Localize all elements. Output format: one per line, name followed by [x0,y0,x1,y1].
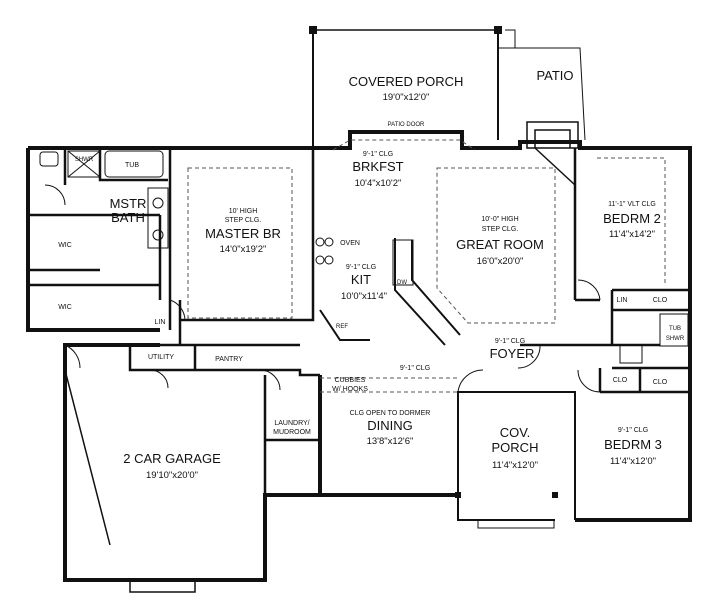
brkfst-size: 10'4"x10'2" [355,178,402,189]
fireplace-icon [526,121,579,186]
cov-porch-line-1: COV. [500,425,531,440]
brkfst-name: BRKFST [352,159,403,174]
porch-steps [477,519,555,529]
kit-ceiling: 9'-1" CLG [346,264,376,271]
foyer-ceiling: 9'-1" CLG [495,338,525,345]
wic-label-2: WIC [58,304,72,311]
clo-label-3: CLO [653,379,668,386]
laundry-line-1: LAUNDRY/ [274,420,309,427]
bedrm2-ceiling: 11'-1" VLT CLG [608,201,656,208]
great-room-name: GREAT ROOM [456,237,544,252]
hall-ceiling: 9'-1" CLG [400,365,430,372]
bedrm3-size: 11'4"x12'0" [610,456,656,467]
mstr-bath-line-1: MSTR [110,196,147,211]
master-br-size: 14'0"x19'2" [220,244,267,255]
dining-size: 13'8"x12'6" [367,436,414,447]
master-br-name: MASTER BR [205,226,281,241]
stove-burners [315,237,414,286]
bedrm2-size: 11'4"x14'2" [609,229,655,240]
great-room-ceiling-2: STEP CLG. [482,226,518,233]
bedrm3-name: BEDRM 3 [604,437,662,452]
cov-porch-line-2: PORCH [492,440,539,455]
ref-label: REF [336,324,348,330]
dw-label: DW [397,280,407,286]
lin-label-master: LIN [155,319,166,326]
garage-door [64,369,196,593]
garage-name: 2 CAR GARAGE [123,451,221,466]
tub-shwr-label-1: TUB [669,326,681,332]
kit-size: 10'0"x11'4" [341,291,387,302]
brkfst-ceiling: 9'-1" CLG [363,151,393,158]
laundry-line-2: MUDROOM [273,429,311,436]
patio-door-label: PATIO DOOR [388,122,425,128]
cov-porch-size: 11'4"x12'0" [492,460,538,471]
interior-walls [28,148,690,495]
clo-label-2: CLO [613,377,628,384]
ceiling-dashes [187,139,666,393]
covered-porch-name: COVERED PORCH [349,74,464,89]
bedrm3-ceiling: 9'-1" CLG [618,427,648,434]
pantry-label: PANTRY [215,356,243,363]
mstr-bath-line-2: BATH [111,210,145,225]
dining-ceiling: CLG OPEN TO DORMER [350,410,431,417]
covered-porch-size: 19'0"x12'0" [383,92,430,103]
great-room-ceiling-1: 10'-0" HIGH [481,216,518,223]
bath-fixtures [39,150,689,364]
kit-name: KIT [351,272,371,287]
cubbies-line-1: CUBBIES [335,377,366,384]
utility-label: UTILITY [148,354,174,361]
fixture-labels: SHWR TUB WIC WIC LIN UTILITY PANTRY OVEN… [58,157,685,386]
tub-shwr-label-2: SHWR [666,336,685,342]
dining-name: DINING [367,418,413,433]
garage-size: 19'10"x20'0" [146,470,198,481]
bedrm2-name: BEDRM 2 [603,211,661,226]
porch-posts [309,26,558,498]
patio-name: PATIO [536,68,573,83]
exterior-walls [26,29,692,582]
clo-label-1: CLO [653,297,668,304]
cubbies-line-2: W/ HOOKS [332,386,368,393]
lin-label-hall: LIN [617,297,628,304]
door-swings [44,184,601,393]
master-br-ceiling-1: 10' HIGH [229,208,258,215]
shwr-label: SHWR [75,157,94,163]
foyer-name: FOYER [490,346,535,361]
room-labels: COVERED PORCH 19'0"x12'0" PATIO PATIO DO… [110,68,662,481]
tub-label: TUB [125,162,139,169]
oven-label: OVEN [340,240,360,247]
wic-label-1: WIC [58,242,72,249]
master-br-ceiling-2: STEP CLG. [225,217,261,224]
great-room-size: 16'0"x20'0" [477,256,524,267]
